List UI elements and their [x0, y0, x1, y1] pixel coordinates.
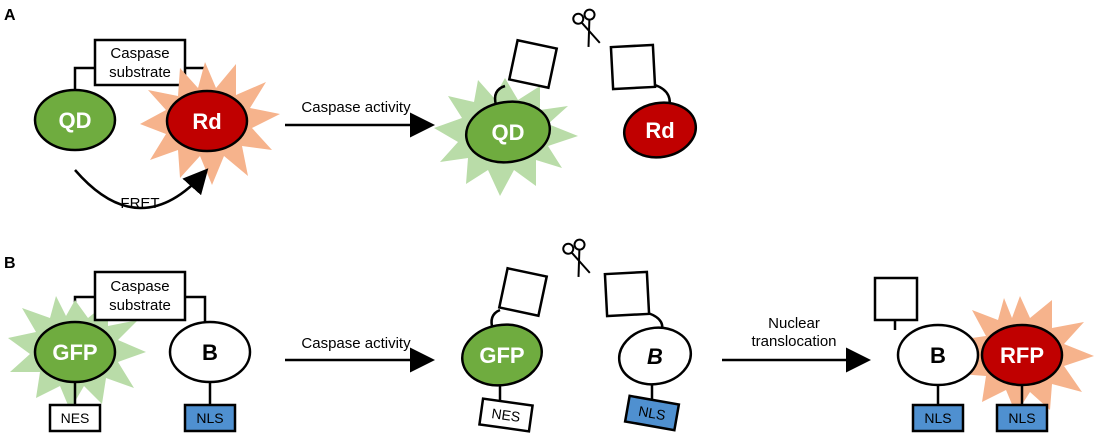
- fret-label: FRET: [120, 195, 159, 212]
- caspase-substrate-box-b: Caspase substrate: [93, 270, 187, 322]
- svg-text:B: B: [202, 340, 218, 365]
- gfp-node-glowing: GFP: [8, 296, 146, 410]
- svg-text:GFP: GFP: [52, 340, 97, 365]
- b-node-cleaved: B: [603, 270, 693, 400]
- svg-text:NLS: NLS: [1008, 410, 1035, 426]
- cleaved-substrate-box-b-left: [497, 266, 549, 318]
- caspase-substrate-box-a: Caspase substrate: [93, 38, 187, 87]
- cleaved-substrate-box-a-right: [609, 43, 657, 91]
- svg-text:RFP: RFP: [1000, 343, 1044, 368]
- nls-tag: NLS: [183, 403, 237, 433]
- qd-node-glowing: QD: [434, 38, 578, 196]
- linker-qd: [73, 66, 95, 98]
- svg-text:Rd: Rd: [645, 118, 674, 143]
- substrate-label-line2-b: substrate: [109, 297, 171, 314]
- nuclear-label-line1: Nuclear: [768, 315, 820, 332]
- rd-node-glowing: Rd: [140, 62, 280, 185]
- nes-tag: NES: [48, 403, 102, 433]
- svg-text:QD: QD: [59, 108, 92, 133]
- svg-text:GFP: GFP: [479, 343, 524, 368]
- svg-text:Rd: Rd: [192, 109, 221, 134]
- scissors-icon: [572, 8, 601, 47]
- substrate-label-line2: substrate: [109, 64, 171, 81]
- svg-text:B: B: [930, 343, 946, 368]
- svg-text:QD: QD: [492, 120, 525, 145]
- rfp-node: RFP: [980, 323, 1064, 405]
- svg-text:NES: NES: [491, 405, 522, 425]
- substrate-remnant-box: [873, 276, 919, 322]
- scissors-icon-b: [562, 238, 591, 277]
- b-node-final: B: [873, 276, 980, 405]
- cleaved-substrate-box-a-left: [507, 38, 559, 90]
- nes-tag-cleaved: NES: [478, 397, 534, 433]
- panel-label-b: B: [4, 255, 16, 272]
- b-node: B: [168, 320, 252, 405]
- substrate-label-line1: Caspase: [110, 45, 169, 62]
- nls-tag-cleaved: NLS: [623, 394, 681, 432]
- svg-text:NLS: NLS: [637, 403, 667, 423]
- nuclear-label-line2: translocation: [751, 333, 836, 350]
- panel-label-a: A: [4, 7, 16, 24]
- rd-node-released: Rd: [609, 43, 698, 159]
- svg-text:NLS: NLS: [196, 410, 223, 426]
- svg-text:NLS: NLS: [924, 410, 951, 426]
- svg-text:B: B: [647, 344, 663, 369]
- nls-tag-final-b: NLS: [911, 403, 965, 433]
- linker-b: [185, 295, 207, 322]
- caspase-activity-label-a: Caspase activity: [301, 99, 411, 116]
- qd-node-a: QD: [33, 88, 117, 152]
- caspase-activity-label-b: Caspase activity: [301, 335, 411, 352]
- gfp-node-cleaved: GFP: [461, 266, 549, 402]
- svg-text:NES: NES: [61, 410, 90, 426]
- substrate-label-line1-b: Caspase: [110, 278, 169, 295]
- cleaved-substrate-box-b-right: [603, 270, 651, 318]
- nls-tag-final-rfp: NLS: [995, 403, 1049, 433]
- fret-arrow: [74, 168, 209, 210]
